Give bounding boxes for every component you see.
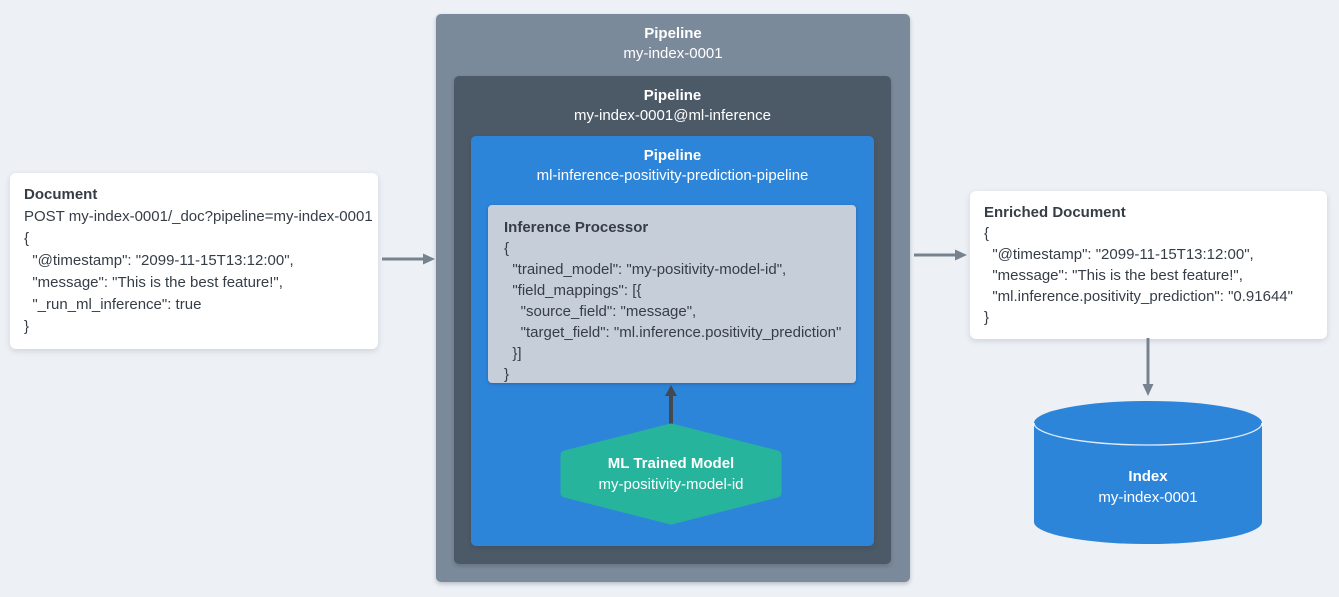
code-line: "message": "This is the best feature!",	[24, 274, 283, 291]
pipeline-inner-label: Pipeline	[643, 147, 702, 164]
arrow-pipeline-to-enriched	[914, 249, 967, 261]
hexagon-shape-icon	[560, 423, 782, 525]
arrow-document-to-pipeline	[382, 253, 435, 265]
inference-processor-title: Inference Processor	[504, 219, 649, 236]
ml-trained-model-hexagon: ML Trained Model my-positivity-model-id	[560, 423, 782, 525]
code-line: POST my-index-0001/_doc?pipeline=my-inde…	[24, 208, 373, 225]
code-line: {	[504, 240, 510, 257]
pipeline-mid-heading: Pipeline my-index-0001@ml-inference	[454, 76, 891, 126]
pipeline-box-mid: Pipeline my-index-0001@ml-inference Pipe…	[454, 76, 891, 564]
pipeline-mid-name: my-index-0001@ml-inference	[574, 107, 771, 124]
code-line: "@timestamp": "2099-11-15T13:12:00",	[24, 252, 294, 269]
code-line: {	[24, 230, 30, 247]
enriched-document-card: Enriched Document { "@timestamp": "2099-…	[970, 191, 1327, 339]
pipeline-inner-heading: Pipeline ml-inference-positivity-predict…	[471, 136, 874, 186]
pipeline-box-outer: Pipeline my-index-0001 Pipeline my-index…	[436, 14, 910, 582]
ml-model-title: ML Trained Model	[607, 455, 735, 472]
arrow-model-to-processor	[665, 385, 677, 424]
code-line: "message": "This is the best feature!",	[984, 267, 1243, 284]
index-text: Index my-index-0001	[1033, 466, 1263, 508]
pipeline-mid-label: Pipeline	[643, 87, 702, 104]
index-name: my-index-0001	[1098, 489, 1198, 506]
code-line: "target_field": "ml.inference.positivity…	[504, 324, 842, 341]
pipeline-outer-heading: Pipeline my-index-0001	[436, 14, 910, 64]
pipeline-outer-label: Pipeline	[644, 25, 702, 42]
code-line: "@timestamp": "2099-11-15T13:12:00",	[984, 246, 1254, 263]
code-line: "trained_model": "my-positivity-model-id…	[504, 261, 787, 278]
code-line: "source_field": "message",	[504, 303, 697, 320]
code-line: }	[984, 309, 990, 326]
code-line: }	[504, 366, 510, 383]
inference-processor-block: Inference Processor { "trained_model": "…	[488, 205, 856, 383]
code-line: }	[24, 318, 30, 335]
code-line: {	[984, 225, 990, 242]
index-cylinder: Index my-index-0001	[1033, 400, 1263, 546]
arrow-enriched-to-index	[1142, 338, 1154, 396]
database-cylinder-icon	[1033, 401, 1263, 544]
pipeline-inner-name: ml-inference-positivity-prediction-pipel…	[536, 167, 809, 184]
document-card: Document POST my-index-0001/_doc?pipelin…	[10, 173, 378, 349]
pipeline-outer-name: my-index-0001	[623, 45, 723, 62]
code-line: "ml.inference.positivity_prediction": "0…	[984, 288, 1293, 305]
index-title: Index	[1128, 468, 1168, 485]
enriched-card-title: Enriched Document	[984, 204, 1126, 221]
code-line: }]	[504, 345, 522, 362]
code-line: "field_mappings": [{	[504, 282, 642, 299]
ml-model-text: ML Trained Model my-positivity-model-id	[560, 453, 782, 495]
document-card-title: Document	[24, 186, 98, 203]
ml-model-name: my-positivity-model-id	[598, 476, 744, 493]
code-line: "_run_ml_inference": true	[24, 296, 202, 313]
